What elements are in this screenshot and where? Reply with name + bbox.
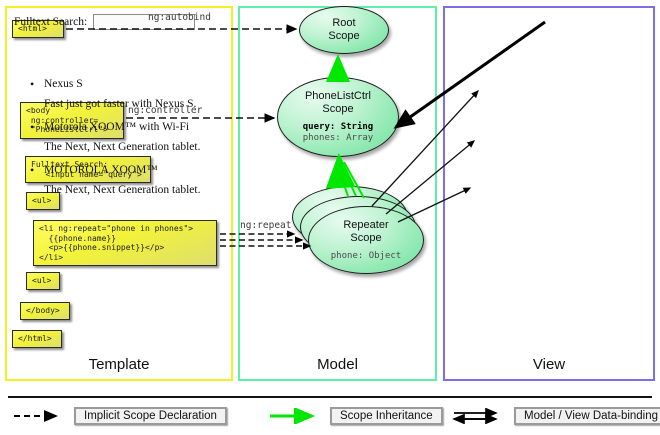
scope-prop-phones: phones: Array [302,133,374,143]
wire-label-ng-repeat: ng:repeat [240,220,292,231]
double-arrow-icon [452,408,498,424]
dashed-arrow-icon [14,410,58,422]
scope-phonelistctrl-props: query: String phones: Array [303,122,373,144]
scope-repeater: Repeater Scope phone: Object [308,206,424,274]
scope-prop-query: query: String [302,122,374,132]
code-box-body-close: </body> [20,302,70,320]
view-search-row: Fulltext Search: [14,14,196,30]
legend-implicit-scope-declaration: Implicit Scope Declaration [12,406,227,426]
legend-scope-inheritance: Scope Inheritance [268,406,443,426]
scope-root: Root Scope [299,6,389,54]
list-item: MOTOROLA XOOM™ The Next, Next Generation… [28,162,652,198]
scope-prop-phone: phone: Object [330,250,402,261]
scope-phonelistctrl: PhoneListCtrl Scope query: String phones… [277,77,399,157]
green-arrow-icon [270,408,315,424]
list-item-name: Motorola XOOM™ with Wi-Fi [28,119,652,135]
code-box-ul-open: <ul> [26,192,60,210]
code-box-ul-close: <ul> [26,272,60,290]
code-box-li-repeat: <li ng:repeat="phone in phones"> {{phone… [33,220,217,266]
legend-binding-label: Model / View Data-binding [514,407,660,425]
scope-phonelistctrl-title: PhoneListCtrl Scope [304,90,372,115]
legend-model-view-data-binding: Model / View Data-binding [452,406,660,426]
panel-view-label: View [532,356,566,373]
list-item-snippet: Fast just got faster with Nexus S. [44,98,197,110]
list-item-snippet: The Next, Next Generation tablet. [44,184,201,196]
list-item: Motorola XOOM™ with Wi-Fi The Next, Next… [28,119,652,155]
legend-inheritance-label: Scope Inheritance [330,407,443,425]
view-search-label: Fulltext Search: [14,16,88,28]
wire-label-ng-controller: ng:controller [128,105,203,116]
code-box-html-close: </html> [12,330,62,348]
code-box-html-open: <html> [12,20,64,38]
view-phone-list: Nexus S Fast just got faster with Nexus … [28,76,652,205]
panel-model-label: Model [317,356,358,373]
wire-label-ng-autobind: ng:autobind [148,12,211,23]
scope-repeater-title: Repeater Scope [343,218,389,244]
list-item-snippet: The Next, Next Generation tablet. [44,141,201,153]
list-item: Nexus S Fast just got faster with Nexus … [28,76,652,112]
scope-root-title: Root Scope [328,17,360,42]
list-item-name: Nexus S [28,76,652,92]
legend-implicit-label: Implicit Scope Declaration [74,407,227,425]
list-item-name: MOTOROLA XOOM™ [28,162,652,178]
scope-repeater-props: phone: Object [331,251,401,262]
panel-template-label: Template [88,356,150,373]
legend-divider [8,396,652,398]
